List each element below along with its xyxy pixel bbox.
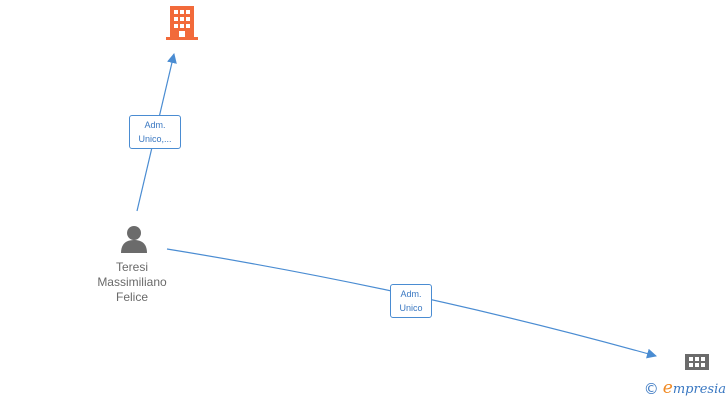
company-node-top[interactable] [166,6,198,45]
edge-label-right[interactable]: Adm. Unico [390,284,432,318]
company-node-right[interactable] [685,354,709,375]
building-icon [685,354,709,370]
person-name-line: Teresi [115,260,148,274]
edge-label-line: Unico [399,303,423,313]
brand-logo-rest: mpresia [672,382,726,397]
brand-logo-first-letter: e [662,378,673,398]
person-name-line: Massimiliano [97,275,167,289]
brand-footer: © empresia [644,380,726,398]
person-name-label: Teresi Massimiliano Felice [82,260,182,305]
edge-label-line: Adm. [144,120,166,130]
brand-logo[interactable]: empresia [663,380,726,398]
edge-label-top[interactable]: Adm. Unico,... [129,115,181,149]
person-name-line: Felice [115,290,148,304]
building-icon [166,6,198,40]
copyright-icon: © [643,380,659,398]
edge-label-line: Adm. [400,289,422,299]
person-icon [121,226,147,253]
edge-label-line: Unico,... [138,134,172,144]
person-node[interactable] [119,225,149,258]
